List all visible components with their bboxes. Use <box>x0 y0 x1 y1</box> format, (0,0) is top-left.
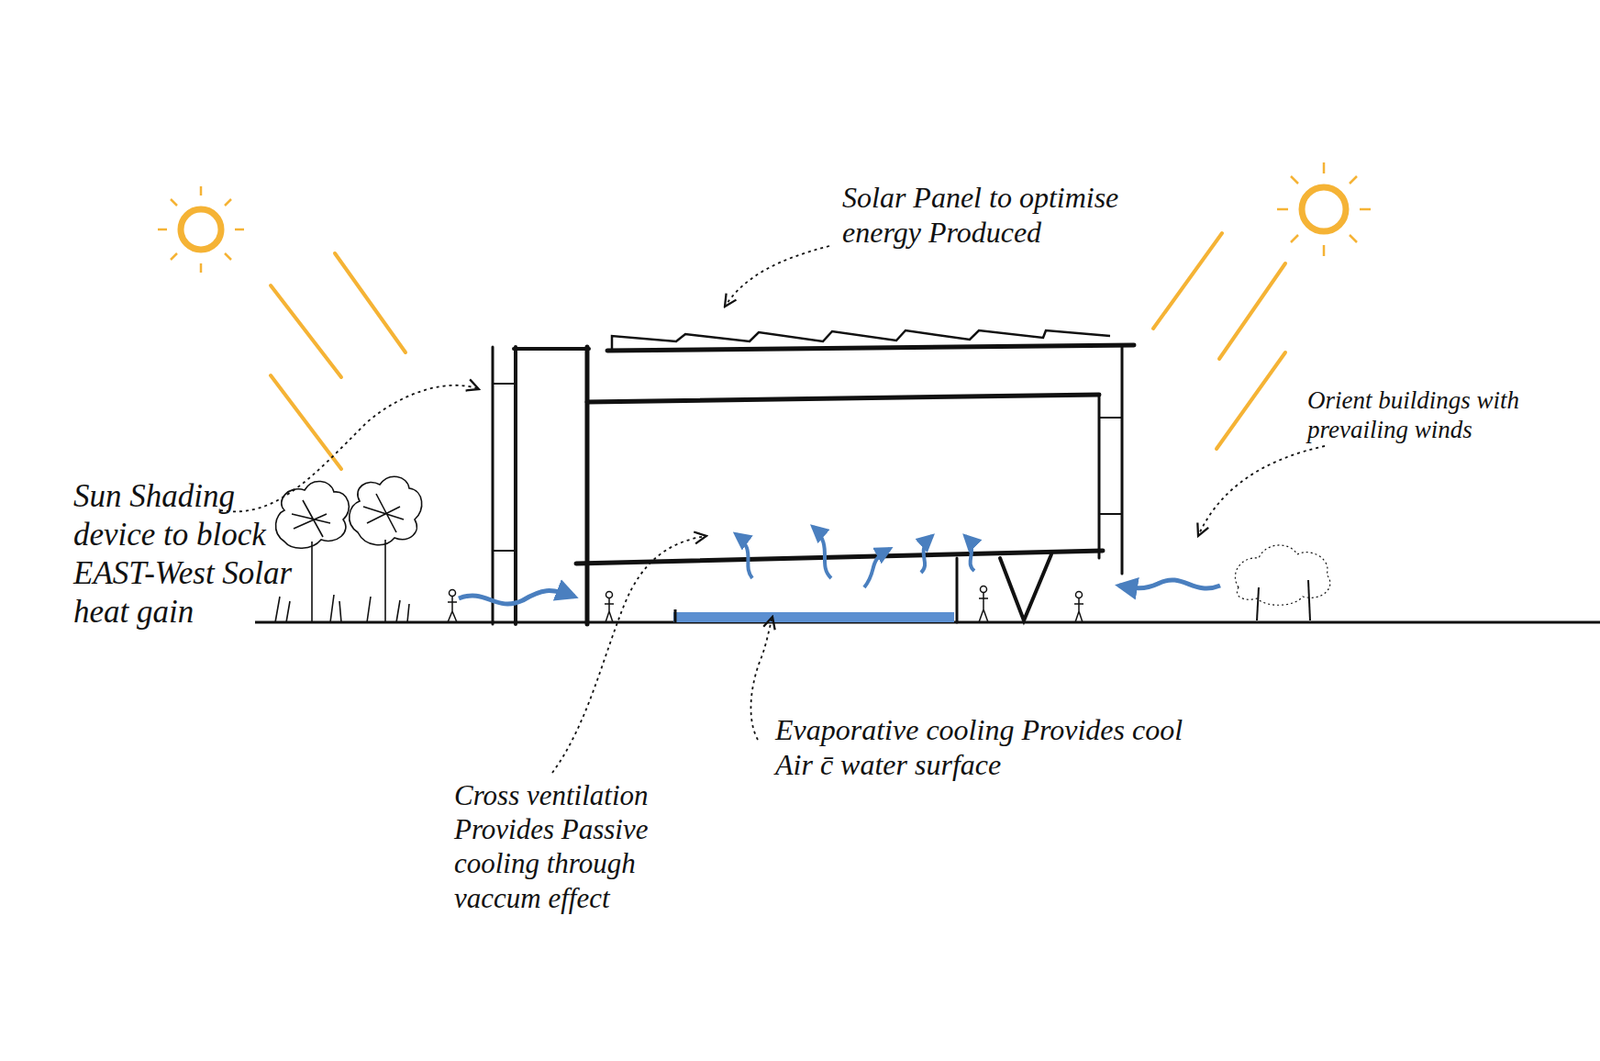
orientation-note: Orient buildings with prevailing winds <box>1307 385 1574 445</box>
tree-trunk <box>1256 579 1311 621</box>
sun-symbol <box>1277 162 1371 256</box>
leader-line <box>220 245 1325 773</box>
tree <box>1234 544 1330 605</box>
water-pool <box>673 611 955 623</box>
cool-air-arrow <box>735 526 975 588</box>
pool-edge <box>674 609 678 623</box>
tree <box>275 476 423 623</box>
sun-symbol <box>157 186 245 273</box>
wind-arrow <box>1119 579 1221 589</box>
wind-arrow <box>458 590 575 604</box>
ventilation-note: Cross ventilation Provides Passive cooli… <box>454 777 730 915</box>
person-figure <box>447 586 1084 623</box>
shading-note: Sun Shading device to block EAST-West So… <box>73 477 322 632</box>
building-section <box>492 344 1134 624</box>
evaporative-note: Evaporative cooling Provides cool Air c̄… <box>775 711 1207 783</box>
solar-panel <box>611 330 1111 349</box>
solar-panel-note: Solar Panel to optimise energy Produced <box>842 179 1173 251</box>
sun-ray <box>270 233 1286 469</box>
